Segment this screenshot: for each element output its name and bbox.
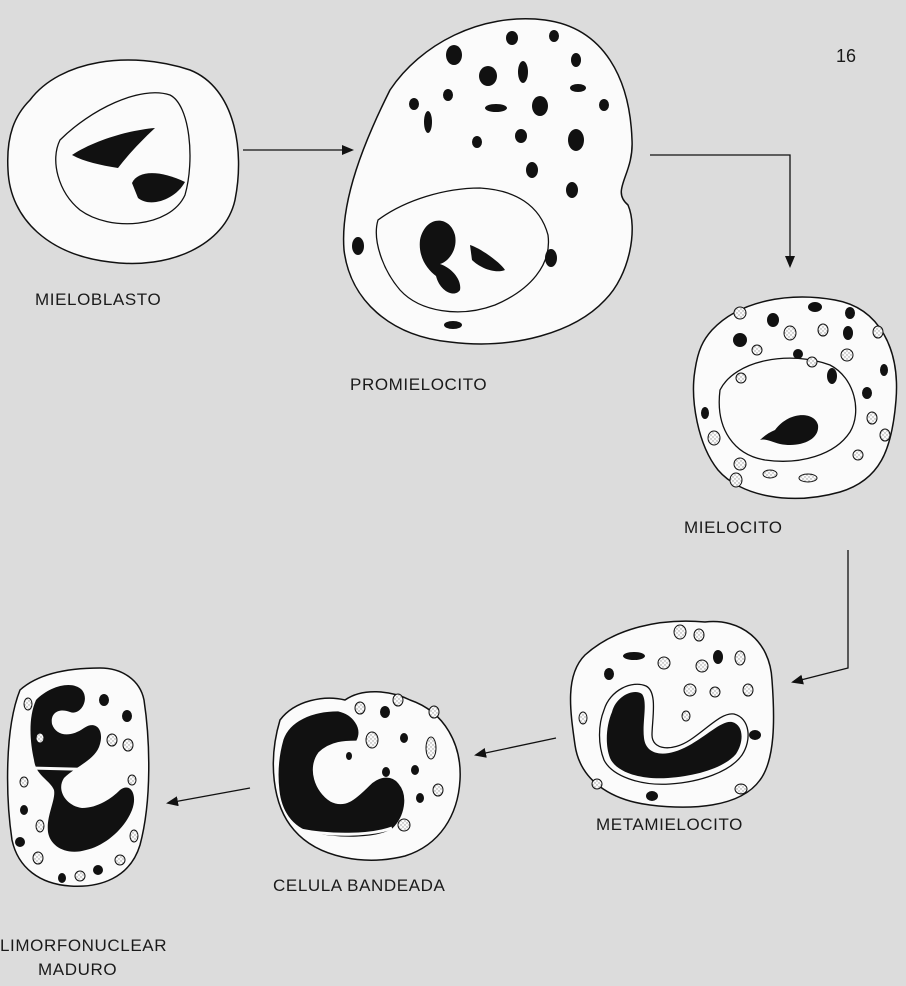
label-polimorfonuclear-line2: MADURO: [38, 960, 117, 980]
label-promielocito: PROMIELOCITO: [350, 375, 487, 395]
arrow-mielocito-to-metamielocito: [793, 550, 848, 682]
celula-bandeada-cell: [273, 692, 460, 860]
arrow-promielocito-to-mielocito: [650, 155, 790, 266]
mieloblasto-cell: [8, 60, 239, 263]
label-polimorfonuclear-line1: LIMORFONUCLEAR: [0, 936, 167, 956]
mielocito-cell: [694, 297, 897, 498]
page-number: 16: [836, 46, 856, 67]
label-mieloblasto: MIELOBLASTO: [35, 290, 161, 310]
promielocito-cell: [344, 19, 633, 344]
polimorfonuclear-cell: [8, 668, 149, 886]
arrow-celula-bandeada-to-polimorfonuclear: [168, 788, 250, 803]
metamielocito-cell: [571, 621, 774, 807]
label-metamielocito: METAMIELOCITO: [596, 815, 743, 835]
label-celula-bandeada: CELULA BANDEADA: [273, 876, 445, 896]
arrow-metamielocito-to-celula-bandeada: [476, 738, 556, 755]
label-mielocito: MIELOCITO: [684, 518, 783, 538]
